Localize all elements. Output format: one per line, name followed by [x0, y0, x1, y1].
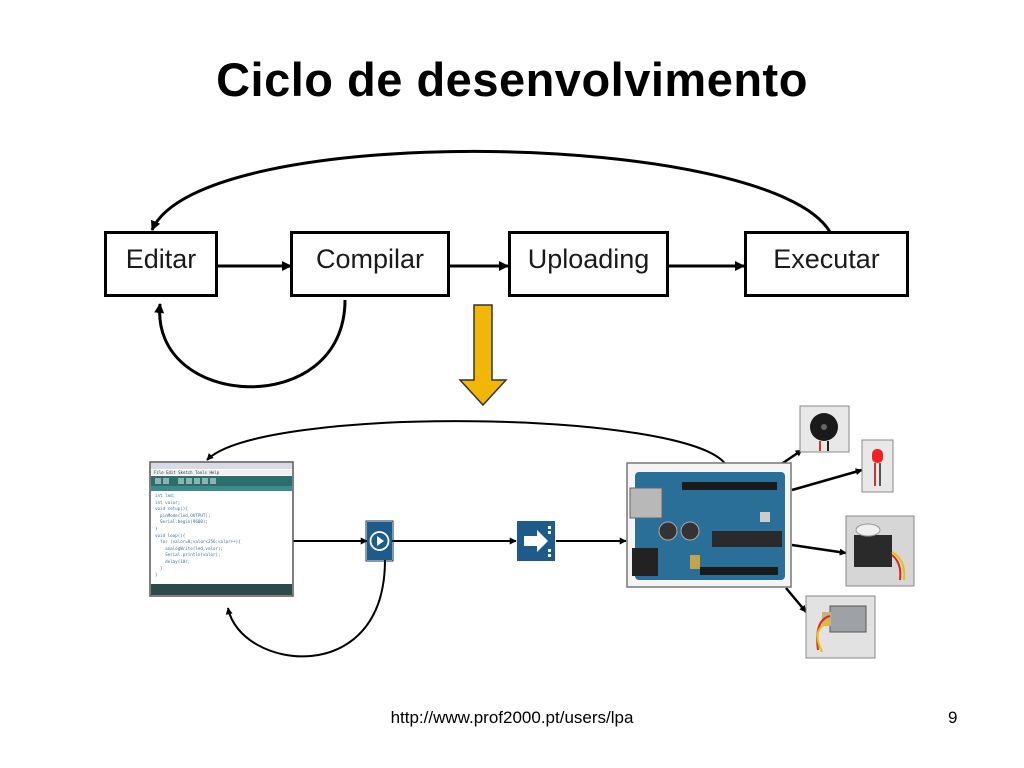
step-label: Editar: [125, 244, 197, 274]
arrow-board-servo: [791, 543, 847, 556]
ide-menu-item[interactable]: Help: [209, 470, 220, 475]
code-line: int valor;: [155, 499, 181, 505]
down-arrow: [458, 304, 508, 407]
code-line: void loop(){: [155, 532, 186, 538]
lower-loop-arrow-board-to-ide: [206, 420, 727, 466]
code-line: for (valor=0;valor<256;valor++){: [155, 539, 241, 545]
dc-motor: [805, 595, 876, 659]
code-line: }: [155, 572, 158, 578]
servo-motor: [845, 515, 915, 587]
code-line: void setup(){: [155, 506, 188, 512]
ide-menu-item[interactable]: Edit: [166, 470, 176, 475]
arrow-board-led: [791, 468, 863, 492]
step-editar: Editar: [104, 231, 218, 297]
ide-menu-item[interactable]: File: [154, 470, 164, 475]
code-line: pinMode(led,OUTPUT);: [155, 512, 211, 518]
led: [861, 439, 894, 493]
code-line: Serial.println(valor);: [155, 552, 221, 558]
ide-code-editor[interactable]: int led;int valor;void setup(){ pinMode(…: [155, 493, 290, 579]
play-circle-icon: [365, 520, 394, 562]
arduino-board: [626, 462, 792, 588]
code-line: analogWrite(led,valor);: [155, 545, 224, 551]
ide-menu: File Edit Sketch Tools Help: [154, 470, 219, 475]
code-line: Serial.begin(9600);: [155, 519, 208, 525]
step-compilar: Compilar: [290, 231, 450, 297]
arrow-board-motor: [785, 587, 807, 613]
step-label: Executar: [773, 244, 880, 274]
code-line: }: [155, 525, 158, 531]
upload-arrow-icon: [517, 521, 555, 561]
page-number: 9: [948, 708, 958, 727]
loop-arrow-executar-to-editar: [150, 149, 832, 233]
footer-url: http://www.prof2000.pt/users/lpa: [390, 708, 634, 727]
lower-loop-arrow-verify-to-ide: [225, 559, 386, 658]
loop-arrow-compilar-to-editar: [154, 299, 347, 389]
buzzer: [799, 405, 850, 453]
arduino-ide-window: [149, 461, 294, 597]
step-label: Uploading: [527, 244, 650, 274]
slide-title: Ciclo de desenvolvimento: [216, 53, 808, 106]
ide-menu-item[interactable]: Tools: [195, 470, 208, 475]
ide-menu-item[interactable]: Sketch: [178, 470, 193, 475]
code-line: }: [155, 565, 163, 571]
code-line: int led;: [155, 493, 176, 498]
step-label: Compilar: [315, 244, 425, 274]
code-line: delay(10);: [155, 558, 191, 564]
step-executar: Executar: [744, 231, 909, 297]
step-uploading: Uploading: [508, 231, 669, 297]
